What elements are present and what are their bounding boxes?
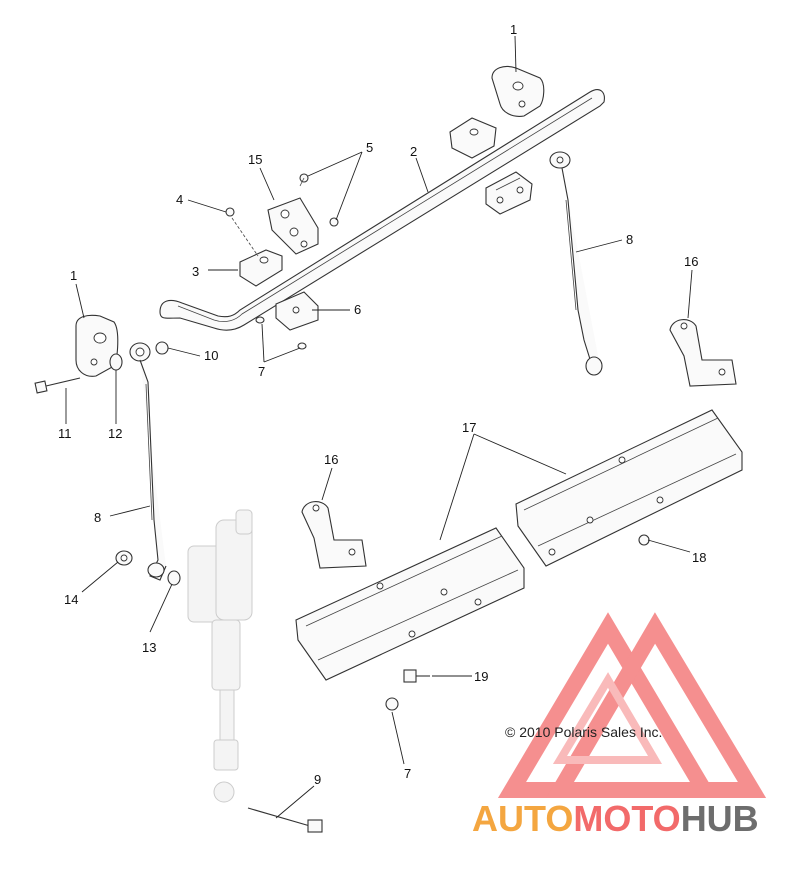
callout-12: 12 [108, 426, 122, 441]
rail-17-front [295, 527, 525, 681]
callout-numbers: 1 2 15 5 4 3 8 16 1 6 10 7 11 12 17 16 8… [58, 22, 706, 787]
nut-14 [115, 550, 133, 566]
bolt-11 [34, 377, 81, 394]
callout-3: 3 [192, 264, 199, 279]
link-8-right [549, 151, 603, 376]
callout-2: 2 [410, 144, 417, 159]
callout-4: 4 [176, 192, 183, 207]
callout-1-top: 1 [510, 22, 517, 37]
nut-10 [155, 341, 169, 355]
bolts-5 [299, 173, 339, 227]
bushing-left [75, 314, 119, 377]
callout-16-right: 16 [684, 254, 698, 269]
callout-6: 6 [354, 302, 361, 317]
bushing-3 [231, 217, 283, 287]
bolt-19 [403, 669, 430, 683]
callout-18: 18 [692, 550, 706, 565]
bracket-6 [275, 291, 319, 331]
callout-19: 19 [474, 669, 488, 684]
shock-absorber [187, 509, 253, 803]
watermark-wordmark: AUTOMOTOHUB [472, 798, 759, 840]
link-8-left [129, 342, 167, 581]
callout-9: 9 [314, 772, 321, 787]
callout-7-lower: 7 [404, 766, 411, 781]
sway-bar [159, 89, 605, 331]
callout-15: 15 [248, 152, 262, 167]
callout-1-left: 1 [70, 268, 77, 283]
watermark-moto: MOTO [573, 798, 681, 839]
bushing-top [491, 65, 545, 117]
nut-4 [225, 207, 235, 217]
watermark-auto: AUTO [472, 798, 574, 839]
screw-18 [638, 534, 650, 546]
bracket-15 [267, 197, 319, 255]
washers-7-upper [255, 316, 307, 350]
washer-13 [167, 570, 181, 586]
callout-10: 10 [204, 348, 218, 363]
bolt-9 [247, 807, 323, 833]
callout-8-left: 8 [94, 510, 101, 525]
bracket-16-left [301, 501, 367, 569]
nut-7-lower [385, 697, 399, 711]
watermark-logo [497, 612, 767, 798]
callout-5: 5 [366, 140, 373, 155]
watermark-hub: HUB [680, 798, 759, 839]
callout-13: 13 [142, 640, 156, 655]
washer-12 [109, 353, 123, 371]
bracket-16-right [669, 319, 737, 387]
rail-17-rear [515, 409, 743, 567]
callout-14: 14 [64, 592, 78, 607]
copyright-notice: © 2010 Polaris Sales Inc. [505, 724, 663, 740]
callout-17: 17 [462, 420, 476, 435]
leader-lines [65, 35, 693, 819]
callout-11: 11 [58, 426, 72, 441]
callout-16-left: 16 [324, 452, 338, 467]
bracket-upper-right [485, 171, 533, 215]
bushing-mid [449, 117, 497, 159]
callout-8-right: 8 [626, 232, 633, 247]
callout-7-upper: 7 [258, 364, 265, 379]
